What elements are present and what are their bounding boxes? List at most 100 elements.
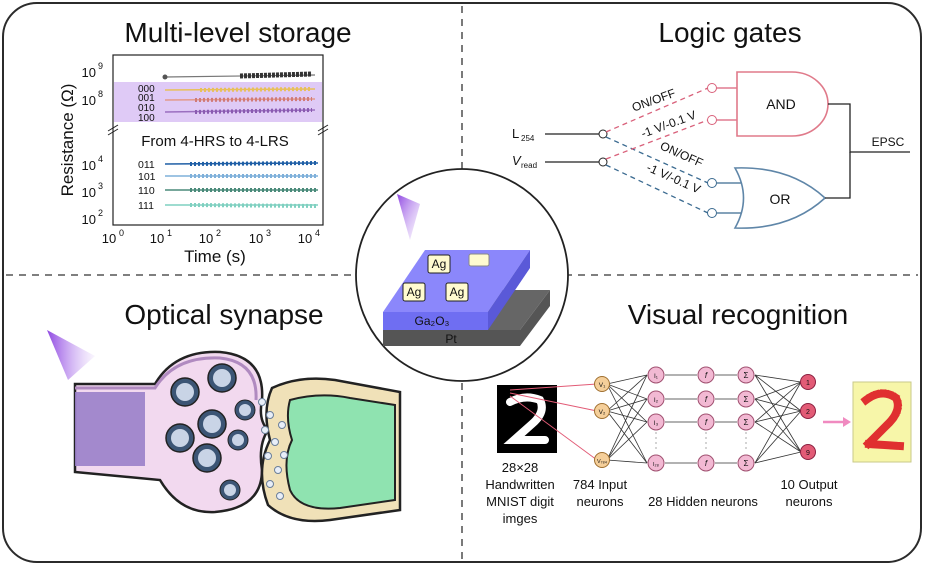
input-neurons-caption-2: neurons	[577, 494, 624, 509]
input-neuron-1	[594, 376, 610, 392]
ga2o3-side	[488, 250, 530, 330]
panel-storage: Multi-level storage 000 001 010 100	[58, 17, 352, 266]
logic-title: Logic gates	[658, 17, 801, 48]
y-axis-label: Resistance (Ω)	[58, 84, 77, 197]
c2	[606, 383, 648, 400]
ag-label-3: Ag	[450, 285, 465, 299]
output-neuron-2-label: 2	[806, 409, 810, 416]
ytick-1e9: 10	[82, 65, 96, 80]
ag-label-1: Ag	[432, 257, 447, 271]
and-gate	[736, 71, 829, 137]
c28	[754, 410, 802, 423]
neurotransmitters	[258, 398, 288, 500]
nt-9	[278, 421, 286, 429]
hidden-i-3-label: I₃	[654, 420, 659, 427]
c10	[606, 398, 648, 461]
input-neuron-2-label: V₂	[599, 409, 606, 416]
input-l254-sub: 254	[521, 134, 535, 143]
xtick-3-exp: 3	[266, 228, 271, 238]
switch-vread-or	[605, 164, 709, 214]
or-input-node-1	[707, 178, 717, 188]
hidden-f-3	[697, 413, 715, 431]
hidden-sum-1-label: Σ	[744, 371, 749, 380]
input-neuron-2	[594, 403, 610, 419]
and-input-node-1	[707, 83, 717, 93]
hidden-input-neurons: I₁ I₂ I₃ I₂₈	[647, 366, 665, 472]
xtick-1-exp: 1	[167, 228, 172, 238]
ytick-1e2-exp: 2	[98, 208, 103, 218]
switch-node-1	[598, 129, 608, 139]
ytick-1e8-exp: 8	[98, 89, 103, 99]
hidden-sum-3-label: Σ	[744, 418, 749, 427]
hidden-sum-28-label: Σ	[744, 459, 749, 468]
ag-electrode-4	[445, 282, 469, 302]
axis-break-left-2	[107, 128, 119, 136]
axis-break-left	[107, 124, 119, 132]
input-vread-sub: read	[521, 161, 537, 170]
c7	[606, 410, 648, 423]
nt-10	[280, 451, 288, 459]
trace-111-dense	[189, 203, 319, 208]
state-001: 001	[138, 93, 155, 104]
lrs-traces	[164, 161, 319, 208]
switch-l254-or	[605, 136, 709, 184]
trace-001-dense	[199, 87, 313, 92]
vesicle-6-core	[239, 404, 251, 416]
c30	[754, 381, 802, 464]
xtick-2: 10	[199, 231, 213, 246]
hidden-sum-3	[737, 413, 755, 431]
input-caption-3: MNIST digit	[486, 494, 554, 509]
ytick-1e2: 10	[82, 212, 96, 227]
pt-front	[383, 330, 520, 346]
nt-8	[276, 492, 284, 500]
ag-electrode-3	[402, 282, 426, 302]
and-input-node-2	[707, 115, 717, 125]
state-110: 110	[138, 185, 155, 197]
x-axis-label: Time (s)	[184, 247, 246, 266]
ytick-1e8: 10	[82, 93, 96, 108]
hidden-f-neurons: f f f f	[697, 366, 715, 472]
recognized-digit	[858, 389, 905, 451]
input-neurons-caption-1: 784 Input	[573, 477, 628, 492]
light-beam-synapse	[47, 330, 95, 380]
c5	[606, 374, 648, 412]
trace-011-dense	[189, 161, 319, 166]
center-device: Pt Ga₂O₃ Ag Ag Ag	[355, 168, 569, 382]
input-neuron-1-label: V₁	[599, 382, 606, 389]
output-neuron-9-label: 9	[806, 450, 810, 457]
vesicle-4-core	[171, 429, 189, 447]
nt-2	[266, 411, 274, 419]
state-010: 010	[138, 103, 155, 114]
c6	[606, 398, 648, 412]
output-neurons-caption-1: 10 Output	[780, 477, 837, 492]
state-100: 100	[138, 113, 155, 124]
c26	[754, 398, 802, 453]
ag-electrode-1	[427, 254, 451, 274]
or-label: OR	[770, 191, 791, 207]
input-neuron-784	[594, 452, 610, 468]
ytick-1e3-exp: 3	[98, 181, 103, 191]
light-beam-center	[397, 194, 420, 240]
hidden-i-1-label: I₁	[654, 373, 659, 380]
y-ticks: 10 9 10 8 10 4 10 3 10 2	[82, 61, 103, 227]
hidden-neurons-caption: 28 Hidden neurons	[648, 494, 758, 509]
input-caption-2: Handwritten	[485, 477, 554, 492]
input-vread: V	[512, 153, 522, 168]
hidden-f-28	[697, 454, 715, 472]
xtick-3: 10	[249, 231, 263, 246]
hidden-f-2	[697, 390, 715, 408]
hidden-sum-2-label: Σ	[744, 395, 749, 404]
c11	[606, 421, 648, 461]
hidden-i-2	[647, 390, 665, 408]
nt-1	[258, 398, 266, 406]
c32	[754, 451, 802, 464]
presynaptic-outline	[75, 356, 258, 401]
panel-synapse: Optical synapse	[47, 299, 402, 523]
ytick-1e9-exp: 9	[98, 61, 103, 71]
or-input-node-2	[707, 208, 717, 218]
or-output-wire	[825, 152, 851, 199]
plot-frame	[112, 54, 324, 226]
hidden-sum-1	[737, 366, 755, 384]
